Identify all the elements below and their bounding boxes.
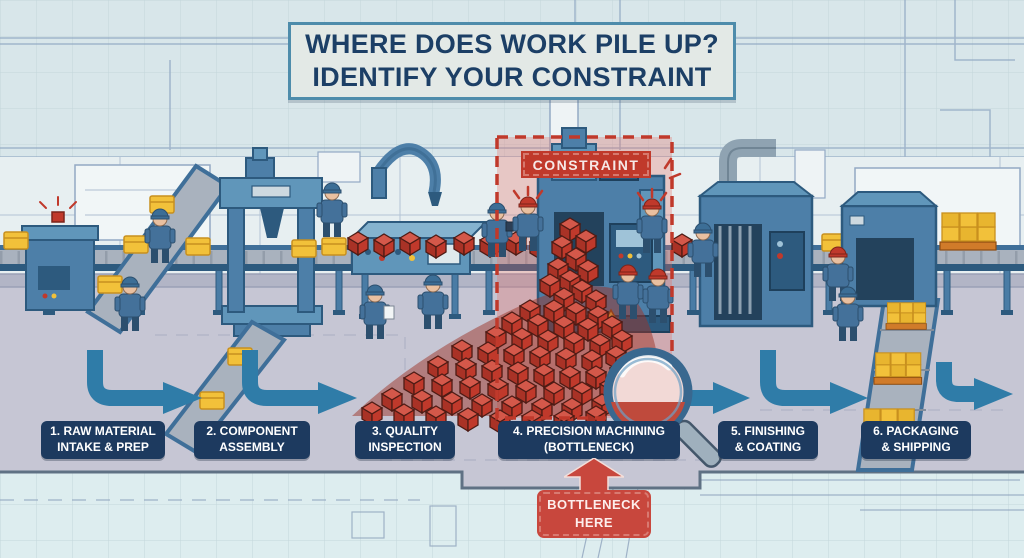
flow-arrow-2 <box>242 350 357 414</box>
flow-arrow-5 <box>936 362 1013 410</box>
beacon-icon <box>51 211 65 223</box>
flow-arrow-1 <box>87 350 202 414</box>
factory-workers <box>114 182 864 342</box>
clipboard <box>383 305 395 320</box>
station-finishing-oven <box>697 139 847 328</box>
bottom-blueprint-strip <box>0 470 1024 558</box>
cnc-screen <box>616 230 646 247</box>
flow-arrow-4 <box>760 350 868 414</box>
flow-arrows <box>87 350 1013 414</box>
wall-panel-box <box>317 151 361 183</box>
constraint-zone-border <box>495 135 674 420</box>
red-parts-overflow-pile <box>352 217 662 434</box>
robot-arm <box>372 143 441 198</box>
